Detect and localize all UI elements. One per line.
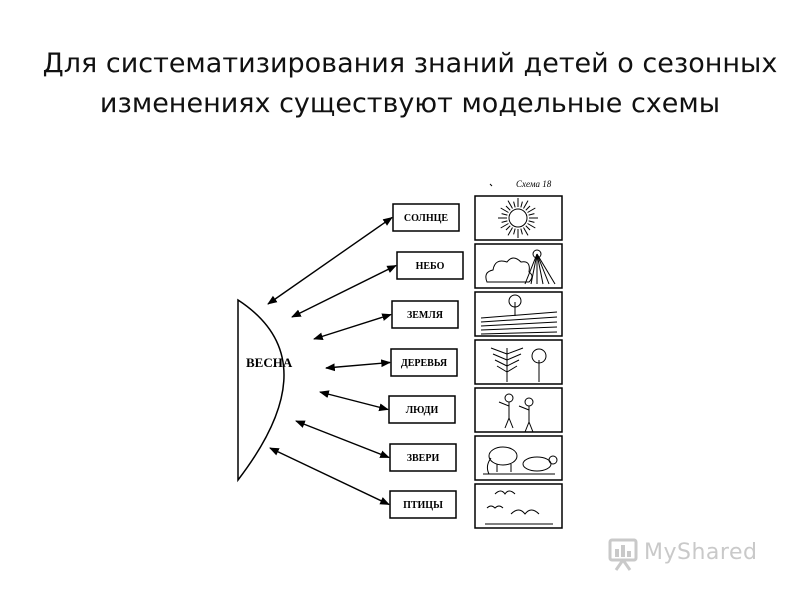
connection-arrows bbox=[267, 216, 397, 506]
field-icon bbox=[474, 291, 563, 337]
arrow bbox=[267, 216, 393, 305]
label-box bbox=[389, 443, 457, 472]
item-label: ДЕРЕВЬЯ bbox=[401, 358, 448, 369]
tree-icon bbox=[474, 339, 563, 385]
item-label: ПТИЦЫ bbox=[403, 500, 443, 511]
label-box bbox=[392, 203, 460, 232]
arrow bbox=[325, 359, 391, 372]
item-label: ЗЕМЛЯ bbox=[407, 310, 444, 321]
label-box bbox=[388, 395, 456, 424]
item-label: СОЛНЦЕ bbox=[404, 213, 449, 224]
cloud-icon bbox=[474, 243, 563, 289]
people-icon bbox=[474, 387, 563, 433]
sun-icon bbox=[474, 195, 563, 241]
presentation-board-icon bbox=[608, 538, 638, 571]
item-label: ЛЮДИ bbox=[406, 405, 439, 416]
item-label: НЕБО bbox=[416, 261, 445, 272]
label-box bbox=[389, 490, 457, 519]
arrow bbox=[269, 447, 390, 506]
label-box bbox=[390, 348, 458, 377]
animals-icon bbox=[474, 435, 563, 481]
arrow bbox=[295, 420, 390, 459]
watermark-text: MyShared bbox=[644, 540, 758, 565]
item-label: ЗВЕРИ bbox=[407, 453, 440, 464]
watermark-logo: MyShared bbox=[606, 536, 766, 576]
arrow bbox=[291, 264, 397, 318]
scheme-caption: Схема 18 bbox=[516, 179, 552, 189]
arrow bbox=[319, 390, 389, 412]
label-boxes: СОЛНЦЕ НЕБО ЗЕМЛЯ ДЕРЕВЬЯ ЛЮДИ ЗВЕРИ ПТИЦЫ bbox=[388, 203, 464, 519]
picture-column bbox=[474, 195, 563, 529]
season-label: ВЕСНА bbox=[246, 355, 293, 370]
label-box bbox=[396, 251, 464, 280]
birds-icon bbox=[474, 483, 563, 529]
season-half-disc bbox=[237, 298, 285, 483]
slide-title: Для систематизирования знаний детей о се… bbox=[42, 48, 778, 119]
label-box bbox=[391, 300, 459, 329]
arrow bbox=[313, 313, 392, 341]
